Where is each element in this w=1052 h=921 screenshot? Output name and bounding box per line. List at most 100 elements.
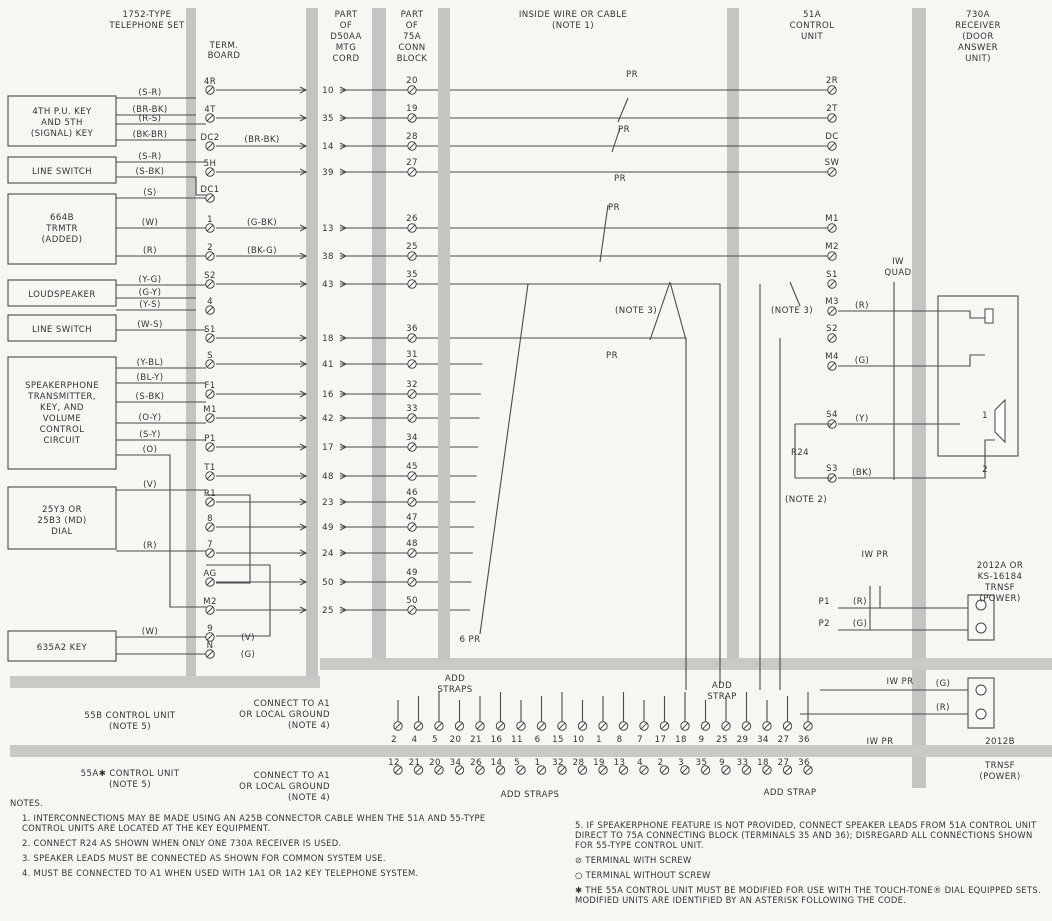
unit55b-term-number: 11: [511, 735, 523, 745]
cord-number: 17: [322, 443, 334, 453]
unit55b-terminal: [700, 721, 711, 731]
unit51a-terminal: [827, 113, 837, 123]
left-wire-label: (S-BK): [136, 392, 165, 402]
labels: 4R4TDC25HDC112S24S1SF1M1P1T1R187AGM29N(S…: [132, 70, 987, 768]
unit51a-term-label: M1: [825, 214, 839, 224]
cord-number: 25: [322, 606, 334, 616]
block-header-1: PART: [401, 10, 424, 20]
block-bar-left: [372, 8, 386, 670]
unit55a-term-number: 26: [470, 758, 482, 768]
legend-plain-terminal: ○ TERMINAL WITHOUT SCREW: [575, 870, 711, 880]
trnsf-bot-title-2: TRNSF: [984, 761, 1015, 771]
receiver-wire-label: (BK): [852, 468, 872, 478]
block-terminal: [407, 279, 417, 289]
spkr-label-4: VOLUME: [43, 414, 81, 424]
unit55b-terminal: [475, 721, 485, 731]
unit55b-term-number: 29: [737, 735, 749, 745]
unit55b-term-number: 7: [637, 735, 643, 745]
term-board-terminal: [205, 141, 215, 151]
unit55a-term-number: 21: [409, 758, 421, 768]
cord-bar: [306, 8, 318, 678]
trnsf-top-title-3: TRNSF: [984, 583, 1015, 593]
pu-key-box: 4TH P.U. KEY AND 5TH (SIGNAL) KEY: [7, 95, 117, 147]
trnsf-top-title-1: 2012A OR: [977, 561, 1023, 571]
spkr-label-6: CIRCUIT: [44, 436, 81, 446]
unit51a-header-1: 51A: [803, 10, 821, 20]
unit55b-term-number: 27: [778, 735, 790, 745]
unit55a-term-number: 14: [491, 758, 503, 768]
term-board-terminal: [205, 167, 215, 177]
term-board-terminal: [205, 193, 215, 203]
spkr-label-2: TRANSMITTER,: [27, 392, 96, 402]
receiver-header-4: ANSWER: [958, 43, 998, 53]
pair-label: IW PR: [887, 677, 914, 687]
block-terminal: [407, 605, 417, 615]
left-wire-label: (BK-BR): [133, 130, 168, 140]
loudspeaker-box: LOUDSPEAKER: [7, 279, 117, 307]
block-bar-right: [438, 8, 450, 670]
block-terminal: [407, 359, 417, 369]
unit55a-terminal: [413, 765, 424, 775]
key635-box: 635A2 KEY: [7, 630, 117, 662]
trnsf-top-wire-r: (R): [853, 597, 867, 607]
block-terminal: [407, 522, 417, 532]
left-wire-label: (Y-S): [139, 300, 161, 310]
legend-asterisk-note: ✱ THE 55A CONTROL UNIT MUST BE MODIFIED …: [575, 885, 1041, 905]
unit51a-term-label: M4: [825, 352, 839, 362]
inside-wire-header-1: INSIDE WIRE OR CABLE: [519, 10, 627, 20]
left-wire-label: (BR-BK): [132, 105, 167, 115]
term-board-terminal: [205, 389, 215, 399]
unit55a-terminal: [577, 765, 588, 775]
pair-label: IW: [892, 257, 904, 267]
unit55b-terminals: [393, 692, 813, 731]
line-switch-label-2: LINE SWITCH: [32, 325, 92, 335]
term-board-label: M2: [203, 597, 217, 607]
block-terminal: [407, 413, 417, 423]
unit55a-terminal: [393, 765, 403, 775]
mid-wire-label: (BK-G): [247, 246, 277, 256]
unit55b-term-number: 8: [617, 735, 623, 745]
unit55b-term-number: 5: [432, 735, 438, 745]
transformer-bottom: [800, 677, 995, 729]
unit55b-label-2: (NOTE 5): [109, 722, 151, 732]
trnsf-top-term-p1: P1: [819, 597, 830, 607]
term-board-label: S1: [204, 325, 216, 335]
set-frame-bar: [186, 8, 196, 683]
left-wire-label: (G-Y): [139, 288, 162, 298]
pu-key-label-3: (SIGNAL) KEY: [31, 129, 94, 139]
receiver-header-2: RECEIVER: [955, 21, 1001, 31]
term-board-terminal: [205, 413, 215, 423]
term-board-label: F1: [204, 381, 215, 391]
receiver-speaker-icon: [994, 398, 1006, 444]
key635-label: 635A2 KEY: [37, 643, 88, 653]
trnsf-bot-wire-g: (G): [936, 679, 951, 689]
unit55b-terminal: [659, 721, 670, 731]
unit55b-terminal: [803, 721, 813, 731]
legend-screw-terminal: ⊘ TERMINAL WITH SCREW: [575, 855, 692, 865]
trnsf-top-wire-g: (G): [853, 619, 868, 629]
term-board-label: 4T: [204, 105, 216, 115]
pu-key-label-1: 4TH P.U. KEY: [32, 107, 92, 117]
notes-title: NOTES.: [10, 798, 44, 808]
term-board-terminal: [205, 359, 215, 369]
pair-label: QUAD: [884, 268, 911, 278]
left-wire-label: (V): [143, 480, 157, 490]
unit55a-terminal: [639, 765, 649, 775]
line-switch-box-1: LINE SWITCH: [7, 156, 117, 184]
receiver-jack-icon: [984, 308, 994, 324]
unit51a-bar: [727, 8, 739, 668]
left-wire-label: (S-R): [138, 88, 161, 98]
unit55a-term-number: 4: [637, 758, 643, 768]
receiver-wire-label: (R): [855, 301, 869, 311]
connect-a1-55a-3: (NOTE 4): [288, 793, 330, 803]
left-wire-label: (BL-Y): [137, 373, 164, 383]
unit55a-term-number: 1: [535, 758, 541, 768]
term-board-terminal: [205, 279, 215, 289]
term-board-terminal: [205, 85, 215, 95]
unit55b-terminal: [495, 721, 506, 731]
term-board-terminal: [205, 548, 215, 558]
mid-wire-label: (G-BK): [247, 218, 277, 228]
block-terminal: [407, 442, 417, 452]
